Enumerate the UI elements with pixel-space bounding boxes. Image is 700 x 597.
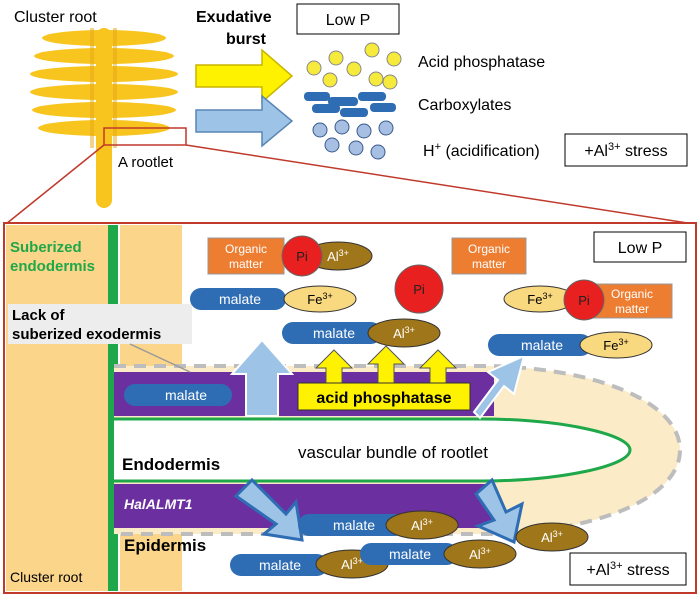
cluster-root-tissue [6, 225, 114, 591]
pi-phosphate [394, 264, 444, 314]
lack-exodermis-line2: suberized exodermis [12, 326, 161, 343]
cluster-root-title: Cluster root [14, 9, 97, 26]
acid-phosphatase-dots [306, 42, 402, 90]
malate-text: malate [313, 325, 355, 341]
rootlet-highlight-box [103, 127, 187, 146]
efflux-arrow-up-right [472, 354, 526, 420]
phosphatase-arrow [314, 349, 354, 385]
acid-phosphatase-box-label: acid phosphatase [316, 390, 451, 407]
acid-phosphatase-box [297, 382, 471, 411]
zoom-line-right [185, 144, 695, 225]
low-p-box-label: Low P [618, 240, 662, 257]
fe-ion [283, 285, 357, 313]
malate-text: malate [389, 546, 431, 562]
halalmt1-efflux-arrow-right [474, 477, 525, 545]
malate-pill [488, 334, 592, 356]
cluster-root-bottom-label: Cluster root [10, 569, 82, 585]
malate-pill [360, 543, 458, 565]
suberized-endodermis-line2: endodermis [10, 258, 95, 275]
al-ion [385, 510, 459, 540]
low-p-box-top [296, 3, 400, 35]
al-ion-text: Al3+ [541, 529, 563, 545]
fe-ion [579, 331, 653, 359]
malate-text: malate [165, 387, 207, 403]
endodermis-label: Endodermis [122, 455, 220, 474]
suberized-endodermis-line1: Suberized [10, 239, 82, 256]
exudation-arrow-yellow [195, 48, 294, 104]
malate-pill [230, 554, 328, 576]
pi-phosphate [563, 279, 605, 321]
lack-exodermis-box [8, 304, 192, 344]
malate-text: malate [521, 337, 563, 353]
fe-ion-text: Fe3+ [307, 291, 332, 307]
carboxylate-shapes [304, 92, 396, 117]
halalmt1-label: HalALMT1 [124, 496, 193, 512]
al-stress-box-label: +Al3+ stress [586, 560, 669, 579]
rootlet-band [30, 66, 178, 82]
al-ion-text: Al3+ [393, 325, 415, 341]
malate-pill [282, 322, 382, 344]
organic-matter-text: Organic [468, 242, 510, 256]
cluster-root-illustration [30, 28, 178, 208]
organic-matter-box [451, 237, 527, 275]
organic-matter-box [591, 283, 673, 319]
malate-pill [190, 288, 286, 310]
low-p-label-top: Low P [326, 12, 370, 29]
zoom-line-left [5, 144, 105, 225]
organic-matter-text: matter [615, 302, 649, 316]
rootlet-band [34, 48, 174, 64]
proton-dots [312, 119, 394, 160]
organic-matter-text: Organic [611, 287, 653, 301]
suberized-endodermis-layer [108, 225, 118, 591]
organic-matter-text: matter [229, 257, 263, 271]
malate-text: malate [219, 291, 261, 307]
rootlet-endodermis-loop [114, 417, 632, 483]
phosphatase-arrow [366, 345, 406, 385]
al-stress-box-top [564, 133, 688, 167]
pi-text: Pi [296, 249, 308, 264]
pi-phosphate [281, 235, 323, 277]
fe-ion-text: Fe3+ [603, 337, 628, 353]
organic-matter-text: Organic [225, 242, 267, 256]
al-ion [443, 539, 517, 569]
exudative-burst-line1: Exudative [196, 9, 272, 26]
pi-text: Pi [413, 282, 425, 297]
exudative-burst-line2: burst [226, 31, 267, 48]
phosphatase-arrow [418, 349, 458, 385]
low-p-box [593, 231, 687, 263]
exudation-arrow-blue [195, 94, 294, 148]
al-ion-text: Al3+ [411, 517, 433, 533]
efflux-arrow-up-left [229, 338, 295, 417]
rootlet-band [30, 84, 178, 100]
pi-text: Pi [578, 293, 590, 308]
acid-phosphatase-label-top: Acid phosphatase [418, 54, 545, 71]
malate-pill [298, 514, 406, 536]
al-ion [367, 318, 441, 348]
al-ion [515, 522, 589, 552]
acidification-label: H+ (acidification) [423, 141, 540, 160]
al-ion-text: Al3+ [341, 556, 363, 572]
vascular-bundle-label: vascular bundle of rootlet [298, 443, 488, 462]
lack-exodermis-line1: Lack of [12, 307, 66, 324]
fe-ion-text: Fe3+ [527, 291, 552, 307]
organic-matter-text: matter [472, 257, 506, 271]
malate-text: malate [259, 557, 301, 573]
lack-exodermis-pointer [129, 343, 191, 373]
malate-pill [124, 384, 232, 406]
al-stress-box [569, 552, 687, 586]
malate-text: malate [333, 517, 375, 533]
al-ion-text: Al3+ [327, 248, 349, 264]
rootlet-band [32, 102, 176, 118]
al-ion-text: Al3+ [469, 546, 491, 562]
organic-matter-box [207, 237, 285, 275]
rootlet-label: A rootlet [118, 154, 174, 171]
epidermis-label: Epidermis [124, 536, 206, 555]
al-stress-label-top: +Al3+ stress [584, 141, 667, 160]
rootlet-band [42, 30, 166, 46]
carboxylates-label: Carboxylates [418, 97, 511, 114]
